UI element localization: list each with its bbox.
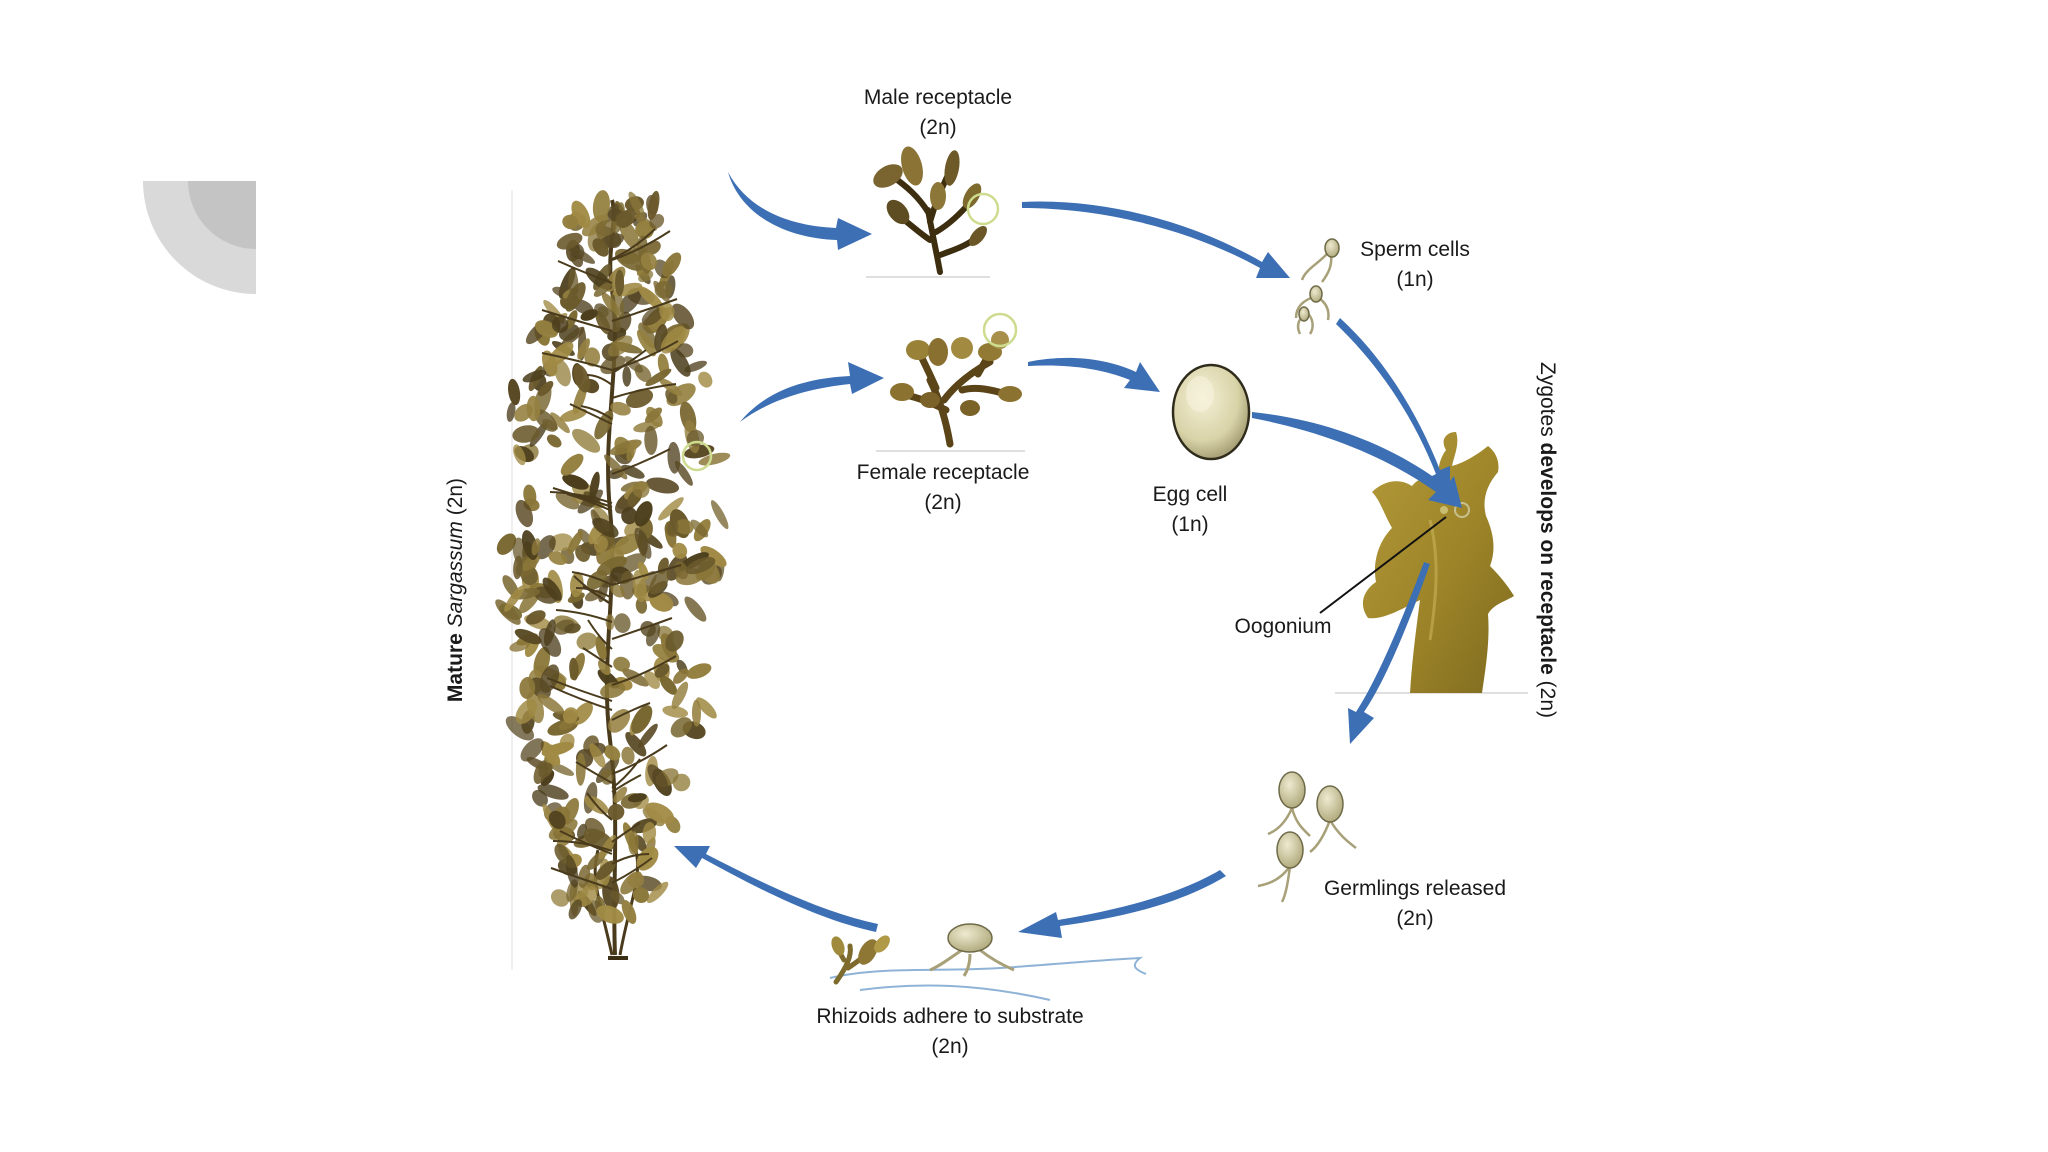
mature-sargassum-label: Mature Sargassum (2n)	[444, 477, 467, 703]
arrow-to-egg-cell-icon	[1028, 357, 1160, 392]
female-receptacle-label: Female receptacle (2n)	[856, 461, 1030, 514]
sperm-cells-icon	[1294, 238, 1340, 335]
egg-cell-label: Egg cell (1n)	[1152, 483, 1228, 536]
sargassum-plant-icon	[495, 190, 731, 970]
zygotes-label: Zygotes develops on receptacle (2n)	[1536, 361, 1559, 719]
male-receptacle-icon	[866, 146, 1000, 278]
rhizoids-label: Rhizoids adhere to substrate (2n)	[816, 1005, 1084, 1058]
female-receptacle-icon	[876, 312, 1025, 452]
germlings-icon	[1257, 771, 1357, 903]
arrow-to-rhizoids-icon	[1018, 870, 1226, 938]
cycle-arrows	[674, 172, 1462, 938]
arrow-to-female-receptacle-icon	[740, 362, 884, 422]
sperm-cells-label: Sperm cells (1n)	[1360, 238, 1470, 291]
arrow-to-germlings-icon	[1348, 562, 1430, 744]
germlings-label: Germlings released (2n)	[1323, 877, 1507, 930]
arrow-to-male-receptacle-icon	[728, 172, 872, 250]
arrow-to-mature-plant-icon	[674, 846, 878, 932]
zygote-receptacle-icon	[1319, 432, 1528, 694]
arrow-egg-to-zygote-icon	[1252, 412, 1462, 508]
oogonium-label: Oogonium	[1234, 615, 1332, 638]
egg-cell-icon	[1171, 363, 1251, 461]
arrow-sperm-to-zygote-icon	[1336, 318, 1450, 500]
male-receptacle-label: Male receptacle (2n)	[863, 86, 1013, 139]
arrow-to-sperm-cells-icon	[1022, 201, 1290, 278]
rhizoid-germling-icon	[829, 923, 1147, 1001]
decorative-quarter-circles	[143, 181, 256, 294]
